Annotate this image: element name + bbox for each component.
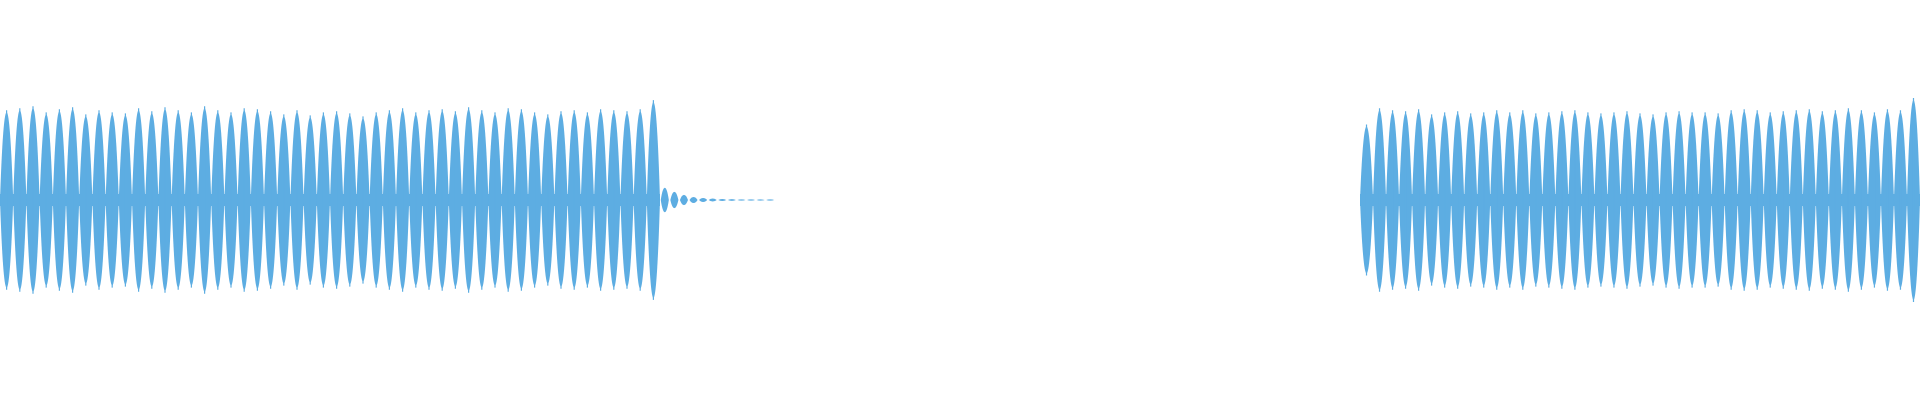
waveform-decay-pulse <box>718 198 727 202</box>
waveform-decay-pulse <box>756 199 765 201</box>
waveform-decay-pulse <box>679 194 688 206</box>
waveform-segment-1 <box>0 100 775 300</box>
waveform-decay-pulse <box>727 199 736 201</box>
waveform-decay-pulse <box>660 187 669 213</box>
waveform-decay-pulse <box>670 191 679 209</box>
waveform-decay-pulse <box>689 196 698 204</box>
waveform-decay-pulse <box>747 199 756 201</box>
waveform-decay-pulse <box>699 197 708 203</box>
waveform-decay-pulse <box>737 199 746 201</box>
waveform-decay-pulse <box>708 198 717 202</box>
waveform-decay-pulse <box>766 199 775 201</box>
waveform-segment-2 <box>1360 98 1920 302</box>
